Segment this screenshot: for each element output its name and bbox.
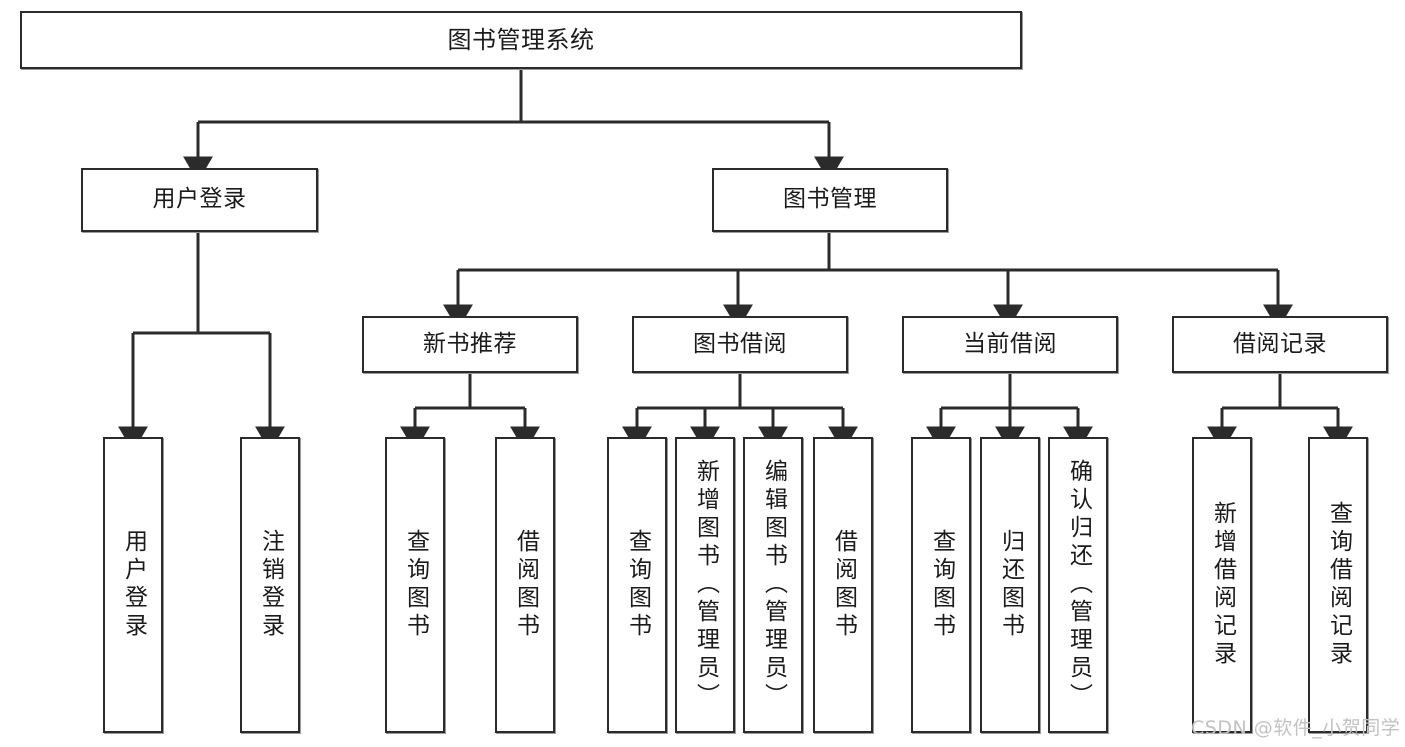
node-label: 借阅图书 bbox=[512, 529, 539, 641]
node-current-borrow[interactable]: 当前借阅 bbox=[902, 316, 1118, 373]
node-label: 注销登录 bbox=[257, 529, 284, 641]
node-label: 新增图书（管理员） bbox=[692, 459, 719, 711]
node-leaf-query-book-recommend[interactable]: 查询图书 bbox=[385, 437, 445, 733]
node-leaf-borrow-book-borrow[interactable]: 借阅图书 bbox=[813, 437, 873, 733]
node-label: 用户登录 bbox=[152, 186, 247, 213]
node-borrow-record[interactable]: 借阅记录 bbox=[1172, 316, 1388, 373]
node-leaf-add-borrow-record[interactable]: 新增借阅记录 bbox=[1192, 437, 1252, 733]
node-leaf-confirm-return-admin[interactable]: 确认归还（管理员） bbox=[1048, 437, 1108, 733]
node-label: 新增借阅记录 bbox=[1209, 501, 1236, 669]
node-user-login[interactable]: 用户登录 bbox=[81, 168, 318, 232]
node-label: 新书推荐 bbox=[423, 330, 517, 357]
csdn-watermark: CSDN @软件_小贺同学 bbox=[1191, 717, 1401, 739]
node-leaf-query-book-current[interactable]: 查询图书 bbox=[911, 437, 971, 733]
node-label: 当前借阅 bbox=[963, 330, 1057, 357]
node-label: 查询图书 bbox=[402, 529, 429, 641]
node-label: 查询图书 bbox=[624, 529, 651, 641]
node-label: 查询图书 bbox=[928, 529, 955, 641]
node-new-book-recommend[interactable]: 新书推荐 bbox=[362, 316, 578, 373]
node-leaf-add-book-admin[interactable]: 新增图书（管理员） bbox=[675, 437, 735, 733]
node-leaf-query-borrow-record[interactable]: 查询借阅记录 bbox=[1308, 437, 1368, 733]
node-label: 图书管理 bbox=[783, 186, 877, 213]
node-label: 借阅图书 bbox=[830, 529, 857, 641]
node-label: 用户登录 bbox=[120, 529, 147, 641]
node-leaf-user-login[interactable]: 用户登录 bbox=[103, 437, 163, 733]
node-root-book-management-system[interactable]: 图书管理系统 bbox=[20, 11, 1022, 69]
node-label: 归还图书 bbox=[997, 529, 1024, 641]
node-leaf-borrow-book-recommend[interactable]: 借阅图书 bbox=[495, 437, 555, 733]
node-label: 编辑图书（管理员） bbox=[760, 459, 787, 711]
node-label: 图书借阅 bbox=[693, 330, 787, 357]
node-label: 图书管理系统 bbox=[447, 25, 595, 54]
node-book-management[interactable]: 图书管理 bbox=[712, 168, 948, 232]
node-leaf-logout-login[interactable]: 注销登录 bbox=[240, 437, 300, 733]
node-label: 确认归还（管理员） bbox=[1065, 459, 1092, 711]
node-book-borrow[interactable]: 图书借阅 bbox=[632, 316, 848, 373]
node-leaf-query-book-borrow[interactable]: 查询图书 bbox=[607, 437, 667, 733]
node-leaf-edit-book-admin[interactable]: 编辑图书（管理员） bbox=[743, 437, 803, 733]
node-label: 借阅记录 bbox=[1233, 330, 1327, 357]
node-label: 查询借阅记录 bbox=[1325, 501, 1352, 669]
node-leaf-return-book[interactable]: 归还图书 bbox=[980, 437, 1040, 733]
